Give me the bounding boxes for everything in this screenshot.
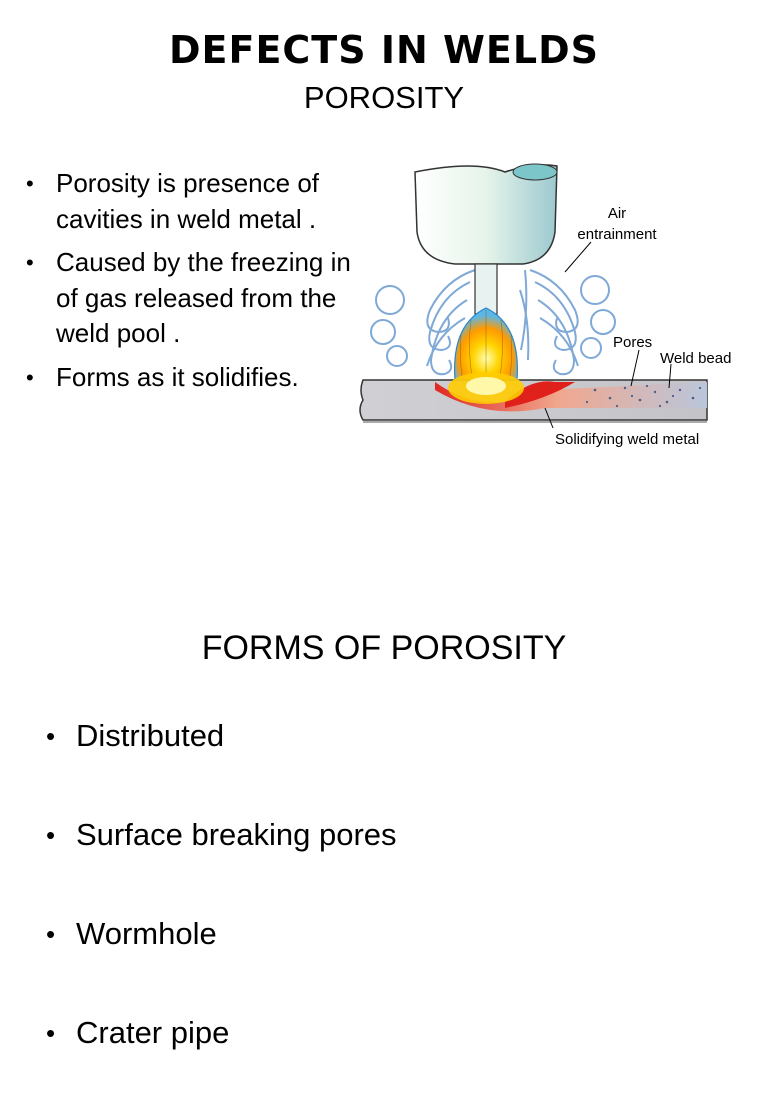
porosity-welding-diagram: Air entrainment Pores Weld bead Solidify… xyxy=(359,163,731,448)
porosity-bullet-list: Porosity is presence of cavities in weld… xyxy=(26,166,356,403)
forms-bullet-item: Crater pipe xyxy=(46,1011,397,1110)
forms-bullet-item: Distributed xyxy=(46,714,397,813)
bullet-item: Forms as it solidifies. xyxy=(26,360,356,396)
forms-bullet-item: Wormhole xyxy=(46,912,397,1011)
label-weld-bead: Weld bead xyxy=(660,350,731,367)
torch-nozzle xyxy=(414,163,558,315)
slide-subtitle: POROSITY xyxy=(303,80,465,115)
weld-bead xyxy=(435,381,707,412)
label-air: Air xyxy=(608,205,626,222)
label-pores: Pores xyxy=(613,334,652,351)
label-solidifying-weld-metal: Solidifying weld metal xyxy=(555,431,699,448)
forms-bullet-list: Distributed Surface breaking pores Wormh… xyxy=(46,714,397,1110)
bullet-item: Caused by the freezing in of gas release… xyxy=(26,245,356,352)
welding-arc xyxy=(448,307,524,404)
bullet-item: Porosity is presence of cavities in weld… xyxy=(26,166,356,237)
label-leaders xyxy=(544,241,672,429)
label-entrainment: entrainment xyxy=(577,226,657,243)
pores-dots xyxy=(585,384,702,408)
forms-bullet-item: Surface breaking pores xyxy=(46,813,397,912)
forms-section-title: FORMS OF POROSITY xyxy=(201,629,567,667)
air-swirls-right xyxy=(519,269,616,376)
slide-title: DEFECTS IN WELDS xyxy=(169,28,599,72)
